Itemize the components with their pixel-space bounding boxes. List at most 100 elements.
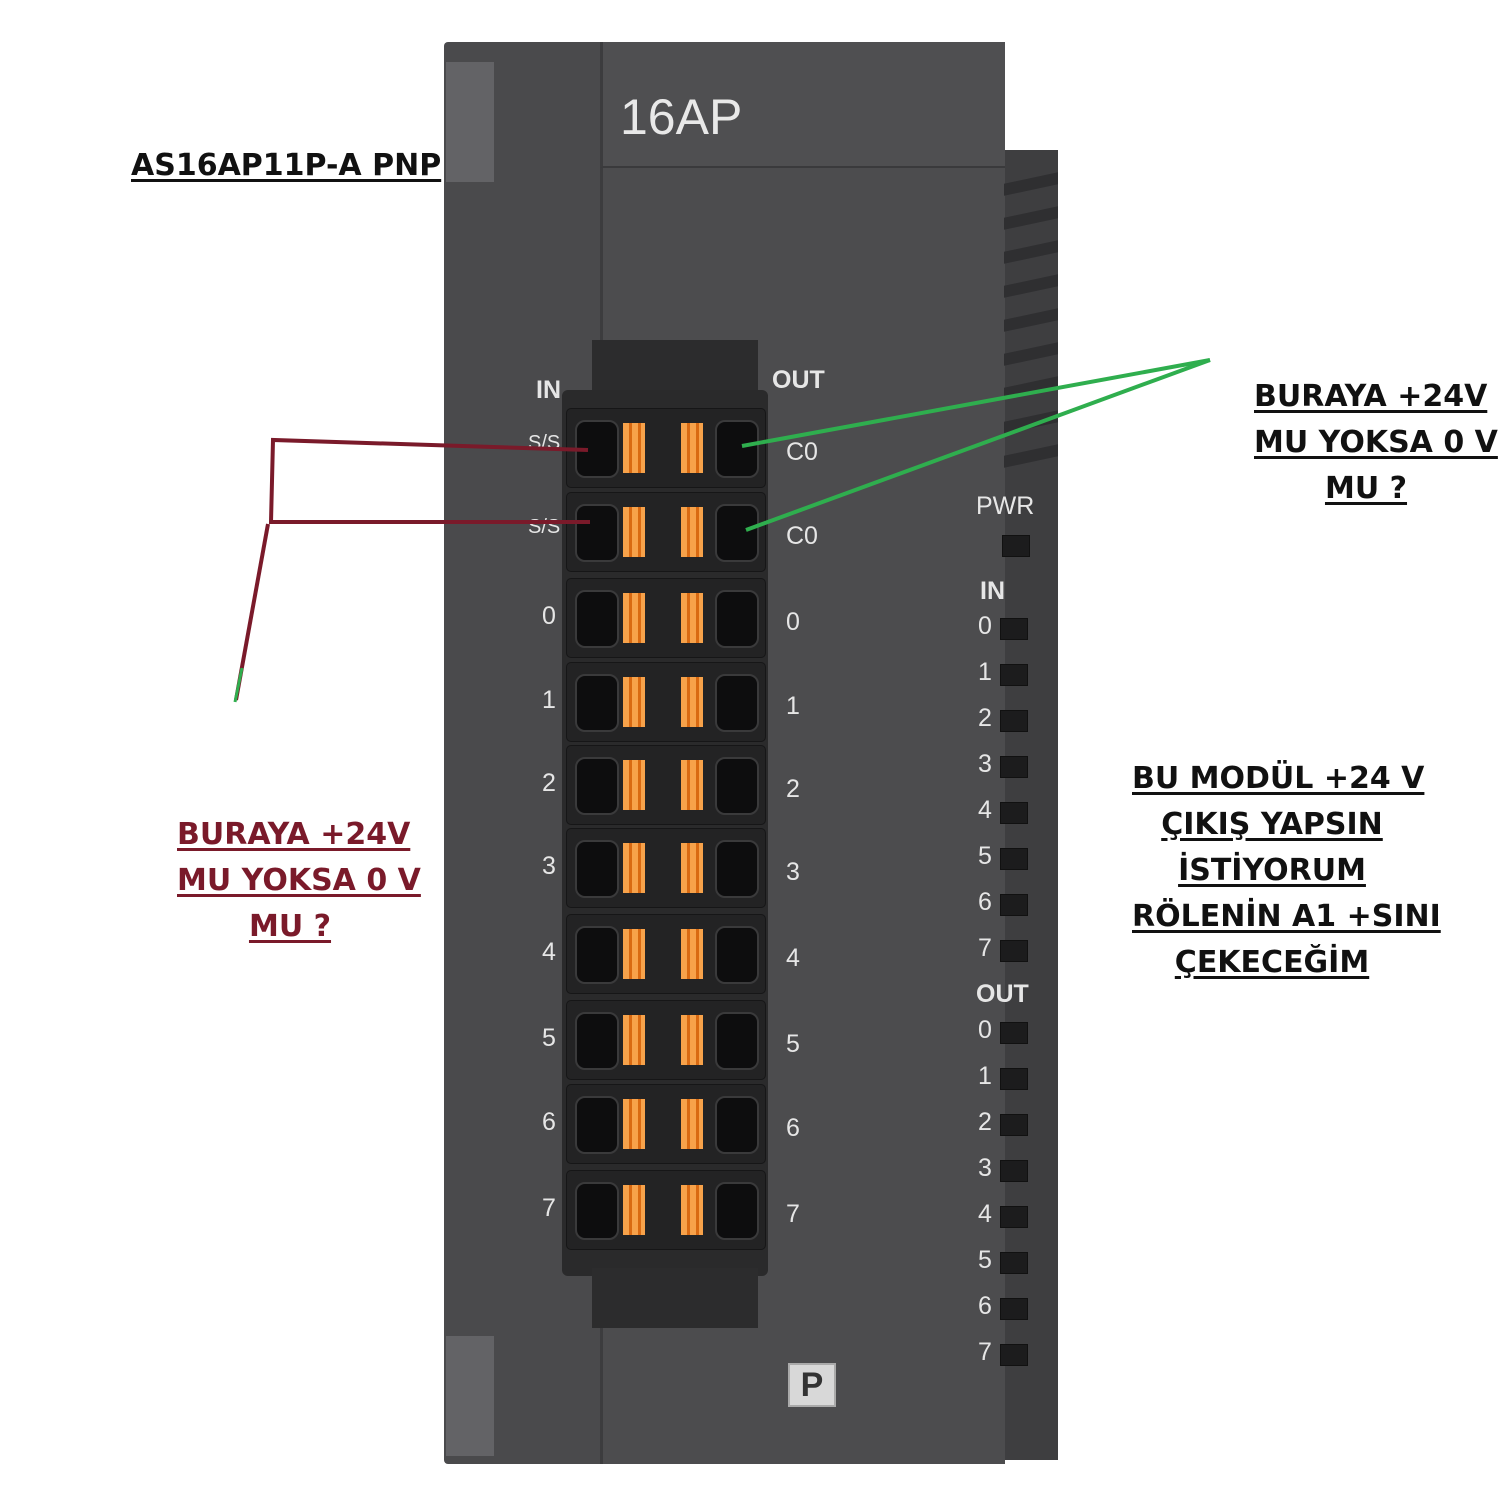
left-wire-hole[interactable] (575, 926, 619, 984)
spring-release-left[interactable] (623, 1099, 645, 1149)
right-terminal-label: 5 (786, 1030, 800, 1058)
green-wire-c0-top (741, 358, 1211, 448)
left-wire-hole[interactable] (575, 1012, 619, 1070)
right-wire-hole[interactable] (715, 840, 759, 898)
terminal-row (566, 914, 766, 994)
spring-release-right[interactable] (681, 677, 703, 727)
terminal-row (566, 1084, 766, 1164)
left-wire-hole[interactable] (575, 840, 619, 898)
spring-release-left[interactable] (623, 1015, 645, 1065)
output-led (1000, 1206, 1028, 1228)
right-terminal-label: 7 (786, 1200, 800, 1228)
spring-release-right[interactable] (681, 929, 703, 979)
left-question-line: MU YOKSA 0 V (177, 863, 421, 898)
pnp-badge: P (788, 1363, 836, 1407)
input-led (1000, 848, 1028, 870)
left-terminal-label: 5 (542, 1024, 556, 1052)
left-terminal-label: 6 (542, 1108, 556, 1136)
spring-release-right[interactable] (681, 1099, 703, 1149)
right-terminal-label: 6 (786, 1114, 800, 1142)
spring-release-right[interactable] (681, 1185, 703, 1235)
spring-release-left[interactable] (623, 593, 645, 643)
terminal-row (566, 745, 766, 825)
top-panel (600, 42, 1005, 168)
model-label: 16AP (620, 89, 743, 145)
spring-release-left[interactable] (623, 1185, 645, 1235)
spring-release-left[interactable] (623, 843, 645, 893)
input-led-label: 1 (978, 658, 992, 686)
output-led (1000, 1114, 1028, 1136)
terminal-row (566, 828, 766, 908)
right-wire-hole[interactable] (715, 674, 759, 732)
right-wire-hole[interactable] (715, 1012, 759, 1070)
goal-note-line: ÇIKIŞ YAPSIN (1161, 807, 1383, 842)
left-terminal-label: 3 (542, 852, 556, 880)
right-wire-hole[interactable] (715, 1096, 759, 1154)
green-wires (741, 358, 1211, 532)
red-wires (233, 437, 590, 703)
left-terminal-label: 2 (542, 769, 556, 797)
output-led-label: 6 (978, 1292, 992, 1320)
right-wire-hole[interactable] (715, 757, 759, 815)
output-led (1000, 1298, 1028, 1320)
right-wire-hole[interactable] (715, 420, 759, 478)
left-wire-hole[interactable] (575, 1096, 619, 1154)
left-terminal-label: 7 (542, 1194, 556, 1222)
left-wire-hole[interactable] (575, 504, 619, 562)
output-led (1000, 1068, 1028, 1090)
output-led (1000, 1344, 1028, 1366)
output-led-label: 7 (978, 1338, 992, 1366)
terminal-row (566, 1170, 766, 1250)
spring-release-right[interactable] (681, 423, 703, 473)
left-wire-hole[interactable] (575, 1182, 619, 1240)
input-led (1000, 894, 1028, 916)
right-wire-hole[interactable] (715, 1182, 759, 1240)
spring-release-right[interactable] (681, 760, 703, 810)
left-wire-hole[interactable] (575, 757, 619, 815)
top-clip (446, 62, 494, 182)
left-question-line: BURAYA +24V (177, 817, 411, 852)
output-led-label: 1 (978, 1062, 992, 1090)
input-led-label: 7 (978, 934, 992, 962)
input-led (1000, 664, 1028, 686)
goal-note-line: İSTİYORUM (1178, 853, 1366, 888)
spring-release-right[interactable] (681, 843, 703, 893)
right-question-line: MU YOKSA 0 V (1254, 425, 1498, 460)
spring-release-left[interactable] (623, 423, 645, 473)
input-led-label: 4 (978, 796, 992, 824)
spring-release-right[interactable] (681, 507, 703, 557)
right-terminal-label: C0 (786, 522, 818, 550)
spring-release-left[interactable] (623, 929, 645, 979)
spring-release-left[interactable] (623, 507, 645, 557)
left-terminal-label: 1 (542, 686, 556, 714)
spring-release-right[interactable] (681, 593, 703, 643)
input-led (1000, 940, 1028, 962)
input-led-label: 0 (978, 612, 992, 640)
spring-release-left[interactable] (623, 677, 645, 727)
right-terminal-label: 3 (786, 858, 800, 886)
output-led (1000, 1022, 1028, 1044)
spring-release-right[interactable] (681, 1015, 703, 1065)
right-wire-hole[interactable] (715, 590, 759, 648)
left-wire-hole[interactable] (575, 674, 619, 732)
right-question-line: BURAYA +24V (1254, 379, 1488, 414)
green-wire-tip (233, 667, 244, 703)
input-led (1000, 710, 1028, 732)
goal-note-line: ÇEKECEĞİM (1174, 945, 1370, 980)
input-led-label: 6 (978, 888, 992, 916)
out-terminal-header: OUT (772, 366, 825, 394)
right-wire-hole[interactable] (715, 504, 759, 562)
output-led (1000, 1252, 1028, 1274)
right-wire-hole[interactable] (715, 926, 759, 984)
input-led-label: 2 (978, 704, 992, 732)
spring-release-left[interactable] (623, 760, 645, 810)
model-annotation: AS16AP11P-A PNP (131, 148, 442, 183)
left-terminal-label: 4 (542, 938, 556, 966)
bottom-clip (446, 1336, 494, 1456)
in-terminal-header: IN (536, 376, 561, 404)
red-wire-ss (268, 437, 590, 524)
left-wire-hole[interactable] (575, 590, 619, 648)
led-in-header: IN (980, 577, 1005, 605)
left-question-line: MU ? (248, 909, 332, 944)
